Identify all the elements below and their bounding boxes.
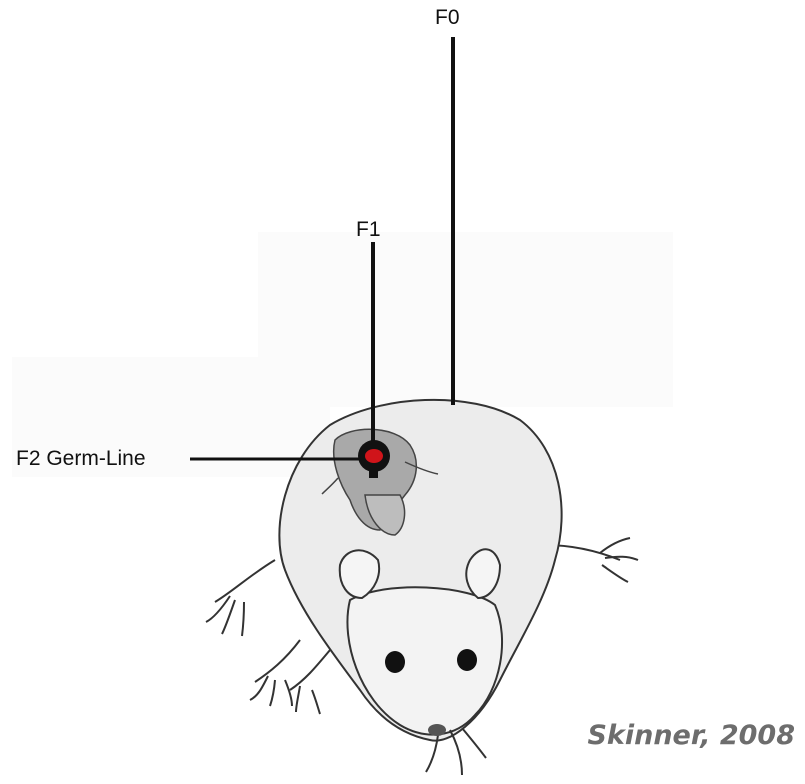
citation: Skinner, 2008 [587, 720, 795, 751]
generation-label-f0: F0 [435, 6, 460, 30]
rat-nose [428, 724, 446, 736]
generation-label-f1: F1 [356, 218, 381, 242]
germ-cell-core [365, 449, 383, 463]
rat-eye-right [457, 649, 477, 671]
rat-eye-left [385, 651, 405, 673]
germ-cell-stem [369, 468, 378, 478]
generation-label-f2: F2 Germ-Line [16, 447, 146, 471]
